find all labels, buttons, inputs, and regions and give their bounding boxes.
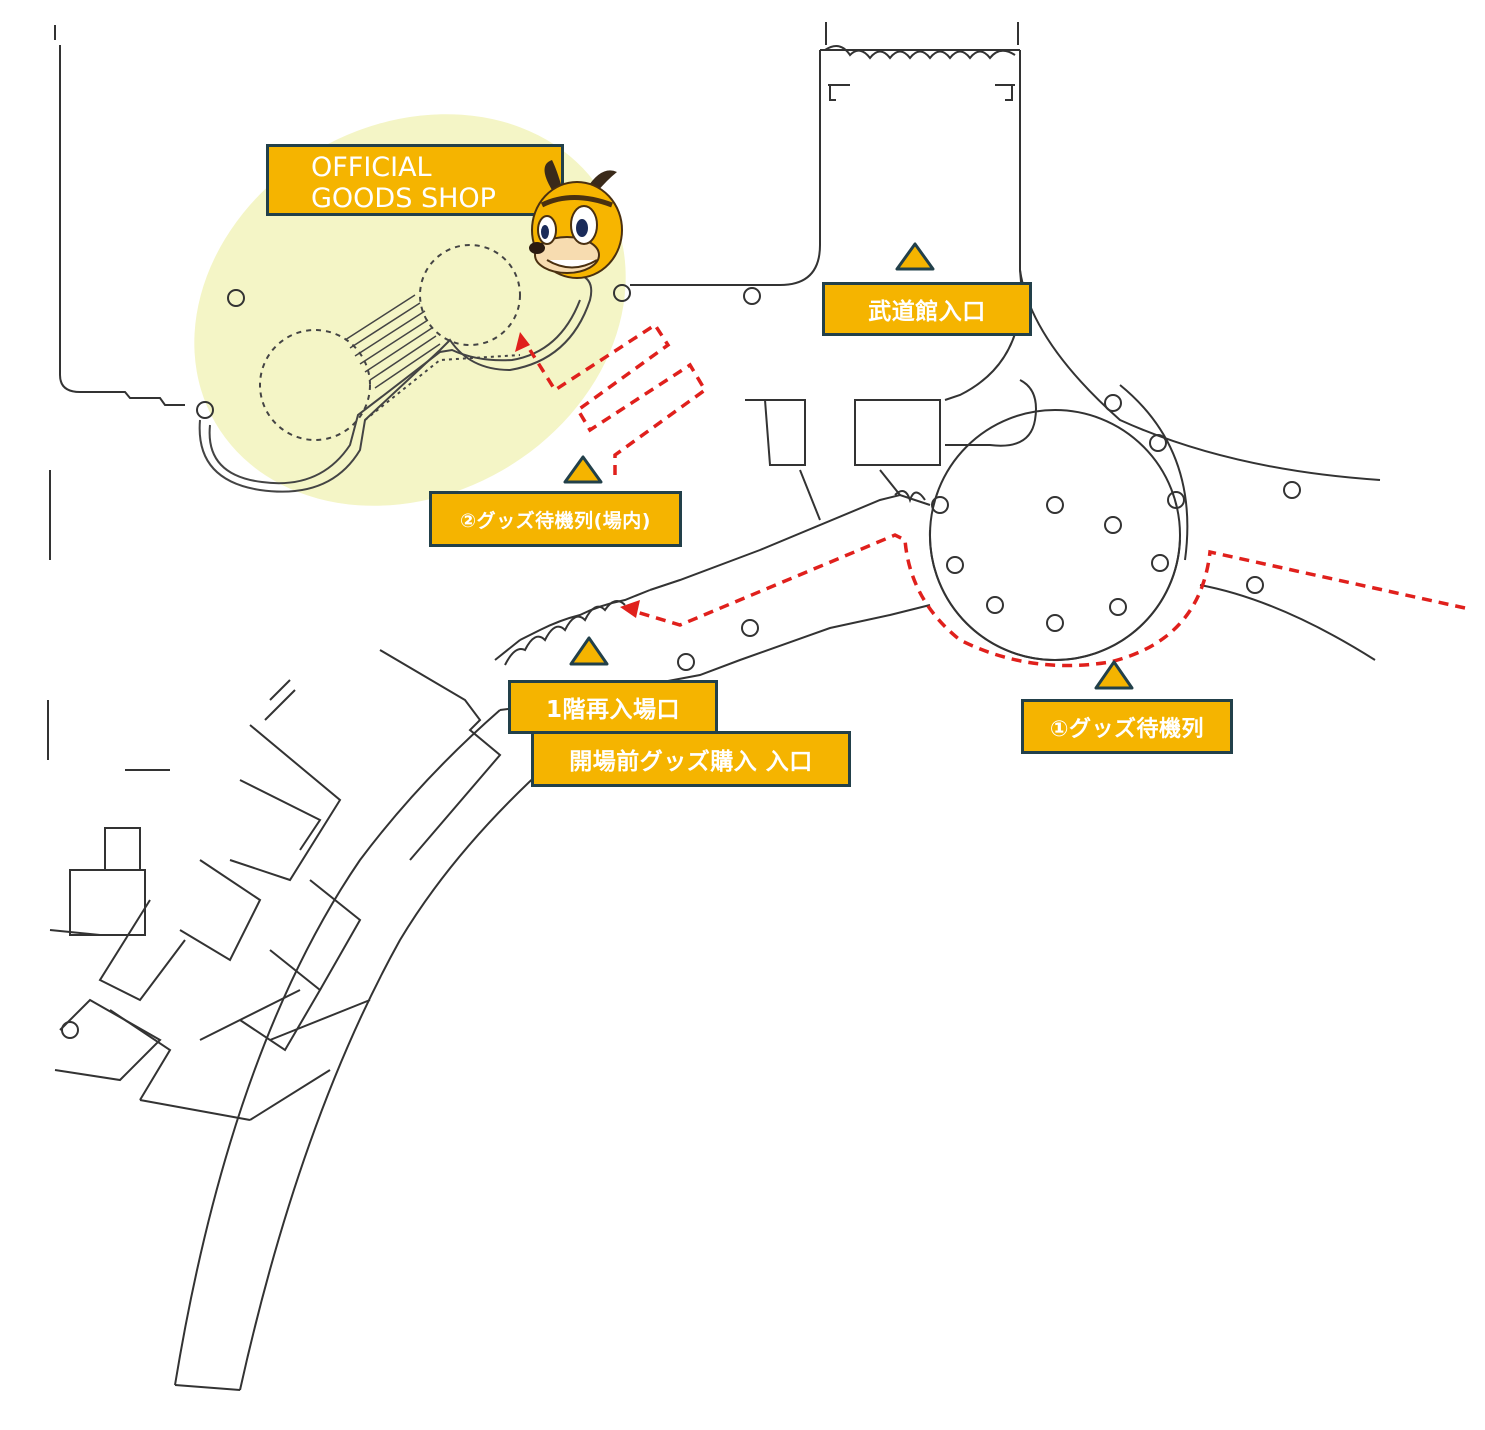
reentry-label: 1階再入場口 <box>508 680 718 734</box>
goods-shop-room <box>198 244 593 493</box>
reentry-text: 1階再入場口 <box>545 697 680 723</box>
purchase-entry-text: 開場前グッズ購入 入口 <box>569 749 813 775</box>
queue1-text: ①グッズ待機列 <box>1049 716 1205 742</box>
queue2-route <box>528 322 708 475</box>
budokan-entrance-label: 武道館入口 <box>822 282 1032 336</box>
arrow-icon <box>515 332 640 618</box>
triangle-marker-icon <box>563 242 1134 690</box>
goods-shop-label: OFFICIAL GOODS SHOP <box>266 144 564 216</box>
floor-plan-walls <box>47 22 1381 1391</box>
queue1-route <box>629 533 1466 668</box>
goods-shop-label-line1: OFFICIAL <box>311 152 432 183</box>
mascot-bee-icon <box>529 160 623 279</box>
queue-route-lines <box>528 322 1466 668</box>
queue2-text: ②グッズ待機列(場内) <box>460 509 651 532</box>
purchase-entry-label: 開場前グッズ購入 入口 <box>531 731 851 787</box>
queue2-label: ②グッズ待機列(場内) <box>429 491 682 547</box>
goods-shop-label-line2: GOODS SHOP <box>311 183 496 214</box>
budokan-entrance-text: 武道館入口 <box>868 299 986 325</box>
queue1-label: ①グッズ待機列 <box>1021 699 1233 754</box>
